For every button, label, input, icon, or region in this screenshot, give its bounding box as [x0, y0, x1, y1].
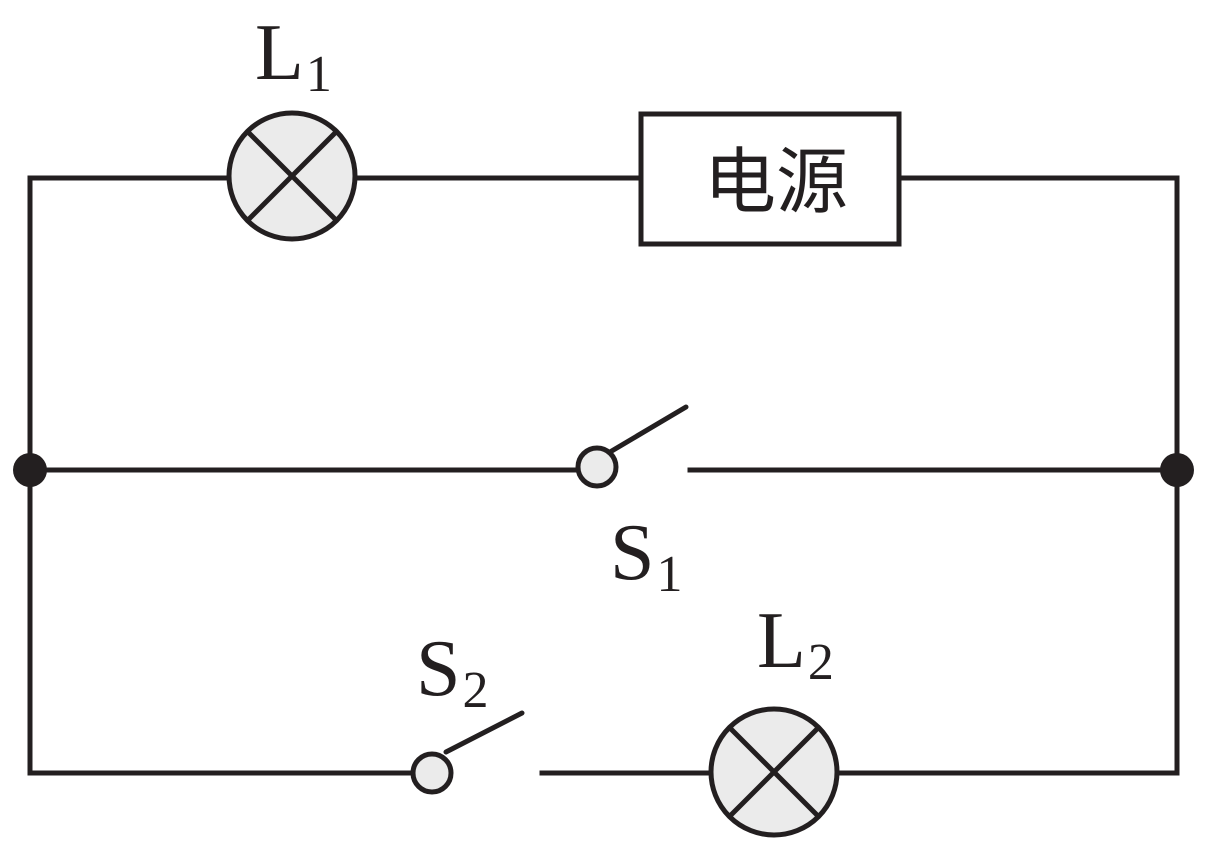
power-source-box [638, 111, 902, 247]
junction-left [13, 453, 47, 487]
switch-s1-lever [607, 404, 689, 455]
switch-s2-label: S2 [416, 625, 489, 719]
lamp-l1 [226, 110, 358, 242]
lamp-l2-label: L2 [757, 597, 834, 691]
switch-s2-pivot [410, 751, 454, 795]
lamp-l1-label: L1 [255, 9, 332, 103]
lamp-l2-cross-b [727, 725, 821, 819]
junction-right [1160, 453, 1194, 487]
switch-s2 [410, 710, 525, 795]
lamp-l1-cross-b [245, 129, 339, 223]
switch-s1-pivot [575, 445, 619, 489]
power-source: 电源 [638, 111, 902, 247]
switch-s1-label: S1 [610, 509, 683, 603]
lamp-l2 [708, 706, 840, 838]
switch-s1 [575, 404, 689, 489]
switch-s2-lever [443, 710, 525, 755]
power-source-label: 电源 [704, 140, 848, 224]
